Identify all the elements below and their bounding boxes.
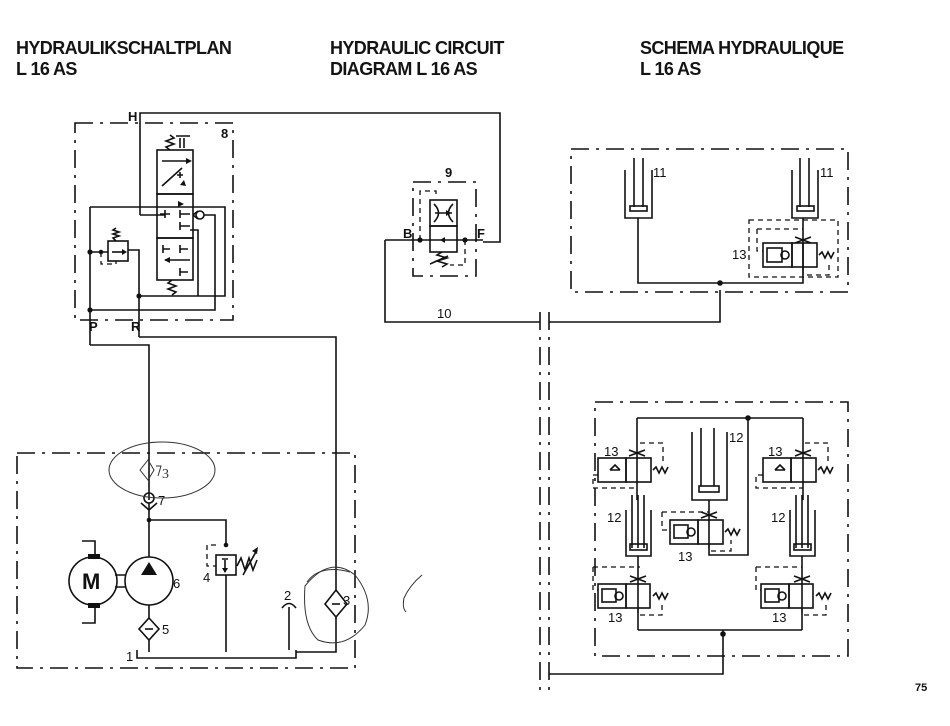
- block-8-boundary: [74, 122, 234, 321]
- flow-control-valve-9: 9 B F: [385, 165, 485, 277]
- pen-circle-top: [108, 441, 216, 499]
- label-8: 8: [221, 126, 228, 141]
- mast-block-boundary: [570, 148, 849, 293]
- pen-stroke: [402, 574, 423, 613]
- handwritten-annotations: 3: [108, 441, 423, 644]
- breather-2: [281, 602, 297, 609]
- label-13: 13: [678, 549, 692, 564]
- port-p-label: P: [89, 319, 98, 334]
- title-french-line2: L 16 AS: [640, 59, 701, 79]
- lever-icon: [176, 135, 190, 148]
- control-valve-block-8: 8 H P R: [74, 109, 501, 345]
- label-13: 13: [604, 444, 618, 459]
- valve-cell-bot: [156, 237, 194, 281]
- label-3: 3: [343, 593, 350, 608]
- valve-cell-mid: [156, 193, 194, 239]
- power-unit-boundary: [16, 452, 356, 669]
- port-b-label: B: [403, 226, 412, 241]
- label-10: 10: [437, 306, 451, 321]
- title-french: SCHEMA HYDRAULIQUE L 16 AS: [640, 38, 844, 80]
- hose-line-10: [384, 240, 540, 323]
- port-h-label: H: [128, 109, 137, 124]
- label-5: 5: [162, 622, 169, 637]
- lift-cylinder-block: 12 13 13 12 12: [549, 401, 849, 675]
- label-7: 7: [158, 493, 165, 508]
- spring-icon: [110, 227, 122, 242]
- label-12: 12: [729, 430, 743, 445]
- page-number: 75: [915, 682, 928, 694]
- throttle-icon: [794, 236, 812, 244]
- h-line: [139, 112, 501, 243]
- label-1: 1: [126, 649, 133, 664]
- label-11: 11: [820, 165, 834, 180]
- power-unit: 7 4 6 M 5 1: [16, 452, 356, 669]
- label-4: 4: [203, 570, 210, 585]
- label-11: 11: [653, 165, 667, 180]
- port-f-label: F: [477, 226, 485, 241]
- label-2: 2: [284, 588, 291, 603]
- title-english-line2: DIAGRAM L 16 AS: [330, 59, 478, 79]
- mast-cylinder-block: 11 11 13: [570, 148, 849, 293]
- label-13: 13: [772, 610, 786, 625]
- lift-block-boundary: [594, 401, 849, 657]
- return-line: [139, 336, 337, 590]
- tank-1: [136, 650, 297, 659]
- title-german: HYDRAULIKSCHALTPLAN L 16 AS: [16, 38, 232, 80]
- label-6: 6: [173, 576, 180, 591]
- spring-icon: [165, 279, 179, 296]
- pen-circle-filter: [304, 566, 369, 644]
- label-12: 12: [771, 510, 785, 525]
- valve-cell-top: [156, 149, 194, 195]
- block-9-boundary: [412, 181, 477, 277]
- lift-cylinder-center: [691, 432, 728, 501]
- handwritten-3: 3: [162, 467, 169, 482]
- port-r-label: R: [131, 319, 141, 334]
- title-german-line1: HYDRAULIKSCHALTPLAN: [16, 38, 232, 58]
- pressure-line: [90, 344, 150, 500]
- spring-icon: [163, 134, 177, 151]
- label-13: 13: [608, 610, 622, 625]
- title-english-line1: HYDRAULIC CIRCUIT: [330, 38, 504, 58]
- motor-label: M: [82, 569, 100, 594]
- pressure-relief-valve-4: [215, 554, 237, 576]
- label-12: 12: [607, 510, 621, 525]
- mast-cylinder-right: [791, 170, 819, 219]
- label-13: 13: [768, 444, 782, 459]
- label-9: 9: [445, 165, 452, 180]
- label-13: 13: [732, 247, 746, 262]
- title-french-line1: SCHEMA HYDRAULIQUE: [640, 38, 844, 58]
- relief-valve-internal: [107, 240, 129, 262]
- title-english: HYDRAULIC CIRCUIT DIAGRAM L 16 AS: [330, 38, 504, 80]
- check-cell: [429, 225, 458, 253]
- title-german-line2: L 16 AS: [16, 59, 77, 79]
